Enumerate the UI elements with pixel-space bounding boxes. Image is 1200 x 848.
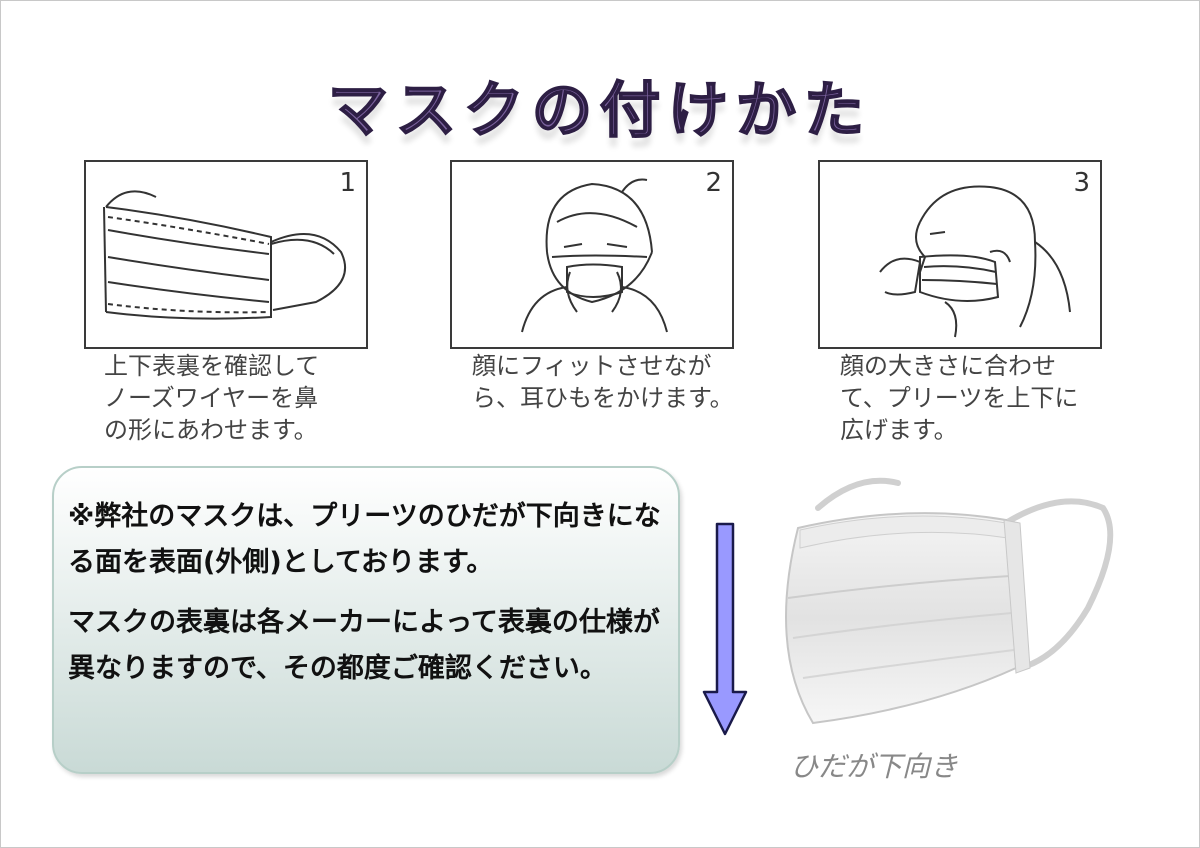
mask-photo bbox=[785, 477, 1114, 725]
step-2-illustration: 2 bbox=[450, 160, 734, 349]
notice-paragraph-2: マスクの表裏は各メーカーによって表裏の仕様が異なりますので、その都度ご確認くださ… bbox=[68, 607, 660, 684]
step-1-illustration: 1 bbox=[84, 160, 368, 349]
step-3-illustration: 3 bbox=[818, 160, 1102, 349]
step-3-text: 顔の大きさに合わせ て、プリーツを上下に 広げます。 bbox=[840, 352, 1079, 444]
step-1-text: 上下表裏を確認して ノーズワイヤーを鼻 の形にあわせます。 bbox=[104, 352, 320, 444]
step-number: 2 bbox=[705, 168, 722, 198]
face-front-drawing bbox=[521, 178, 668, 333]
step-2-text: 顔にフィットさせなが ら、耳ひもをかけます。 bbox=[472, 352, 734, 412]
mask-line-drawing bbox=[103, 190, 346, 320]
face-side-drawing bbox=[879, 185, 1071, 338]
notice-box bbox=[52, 466, 680, 774]
step-number: 1 bbox=[339, 168, 356, 198]
step-number: 3 bbox=[1073, 168, 1090, 198]
page-title: マスクの付けかた bbox=[327, 75, 872, 147]
down-arrow-icon bbox=[702, 522, 748, 736]
notice-paragraph-1: ※弊社のマスクは、プリーツのひだが下向きになる面を表面(外側)としております。 bbox=[68, 501, 661, 578]
photo-caption: ひだが下向き bbox=[790, 750, 959, 783]
